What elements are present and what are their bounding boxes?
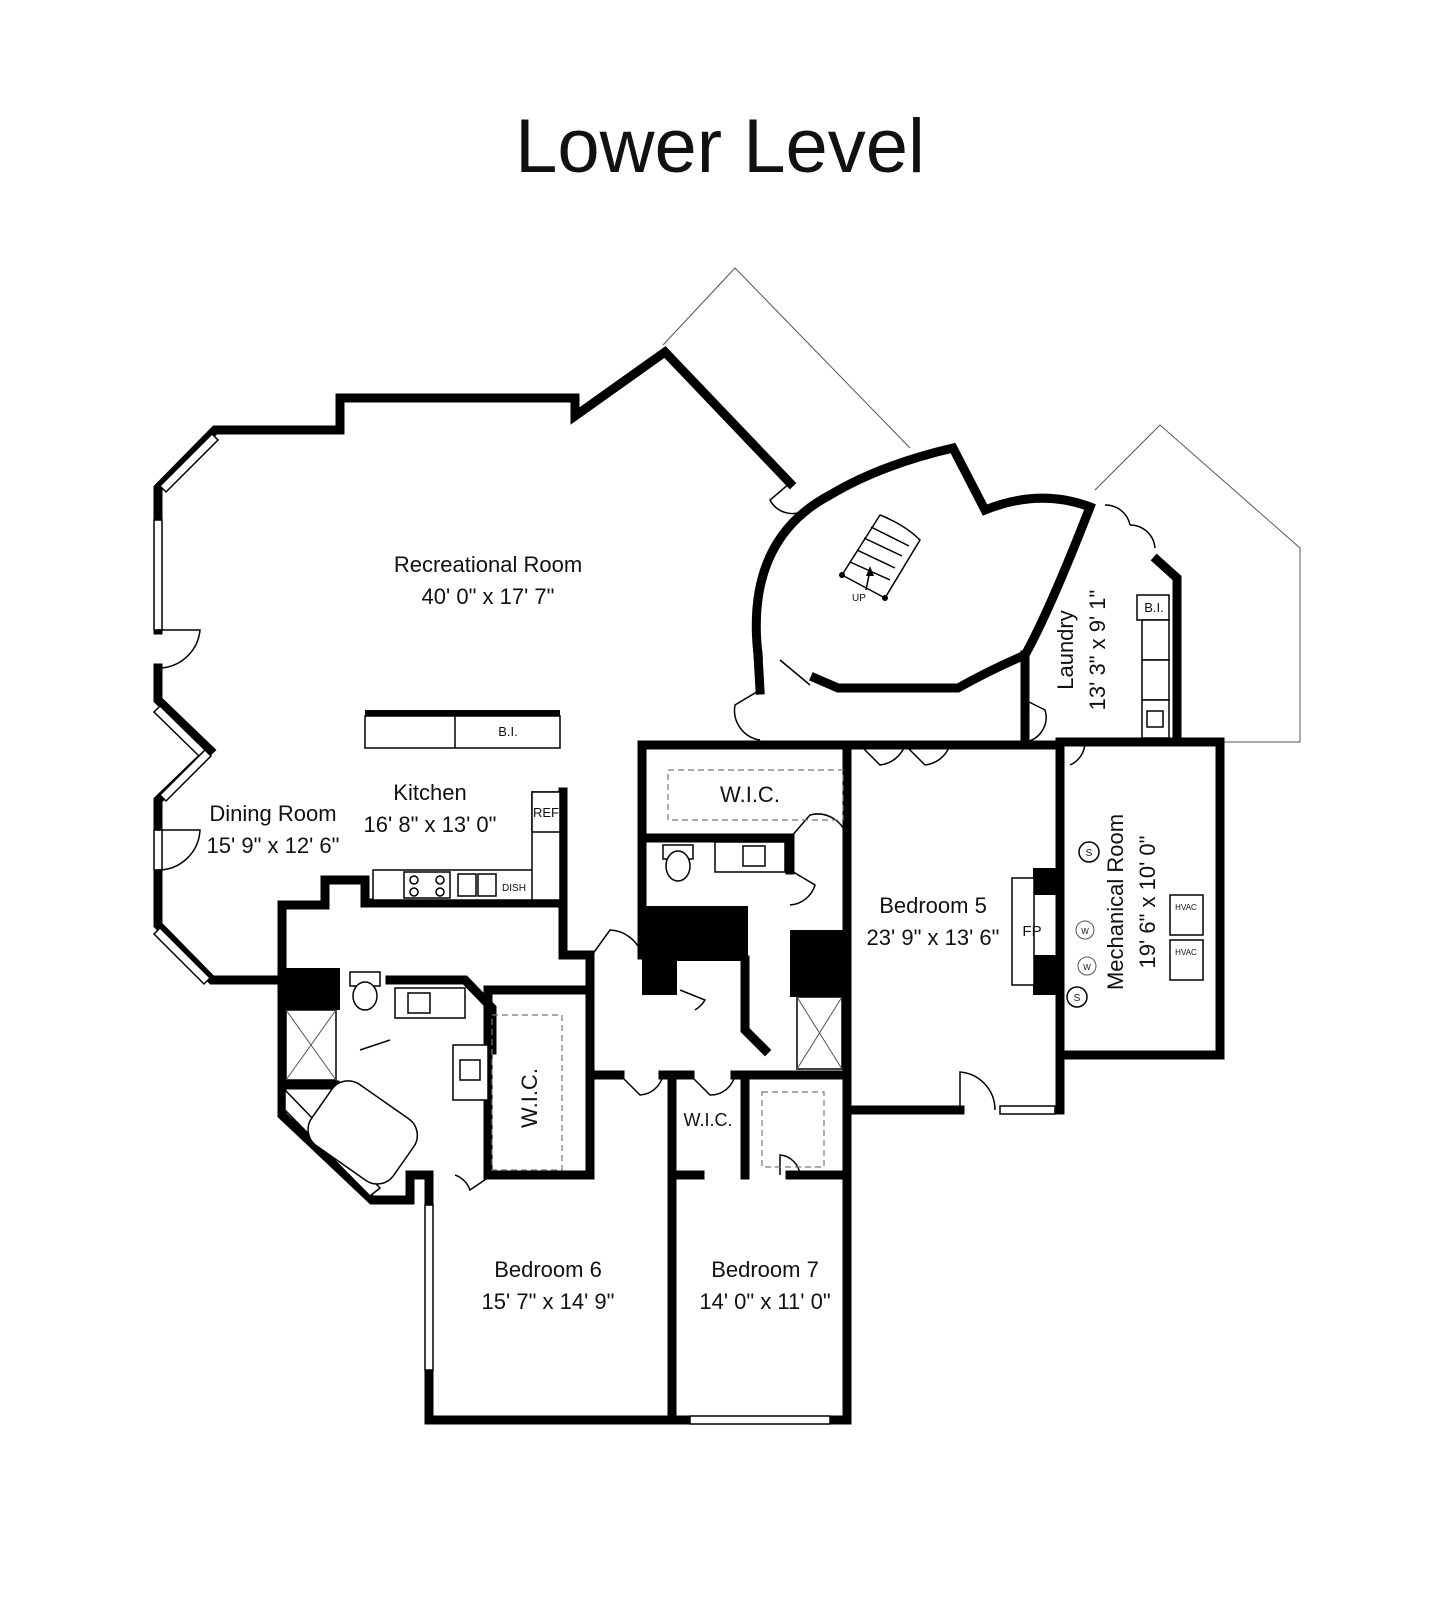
deck-outlines — [662, 267, 1301, 743]
kitchen-counter — [372, 791, 561, 901]
bedroom5-name: Bedroom 5 — [879, 893, 987, 918]
mechanical-equipment — [1066, 841, 1204, 1008]
wic-bed6-label: W.I.C. — [517, 1068, 542, 1128]
mechanical-room-name: Mechanical Room — [1103, 814, 1128, 990]
laundry-name: Laundry — [1053, 610, 1078, 690]
bedroom6-dims: 15' 7" x 14' 9" — [482, 1289, 615, 1314]
dining-room-dims: 15' 9" x 12' 6" — [207, 833, 340, 858]
bedroom7-name: Bedroom 7 — [711, 1257, 819, 1282]
bedroom6-name: Bedroom 6 — [494, 1257, 602, 1282]
rec-builtin — [364, 715, 561, 749]
solid-wall-masses — [285, 868, 1060, 1010]
stairs-up-label: UP — [852, 593, 866, 604]
fireplace-label: FP — [1022, 923, 1041, 940]
recreational-room-dims: 40' 0" x 17' 7" — [422, 584, 555, 609]
master-bath-fixtures — [285, 971, 489, 1185]
hvac-1-label: HVAC — [1175, 903, 1197, 912]
sensor-2-label: S — [1074, 993, 1081, 1004]
hvac-2-label: HVAC — [1175, 948, 1197, 957]
laundry-fixtures — [1136, 594, 1170, 739]
recreational-room-name: Recreational Room — [394, 552, 582, 577]
laundry-dims: 13' 3" x 9' 1" — [1085, 590, 1110, 711]
mechanical-room-dims: 19' 6" x 10' 0" — [1135, 836, 1160, 969]
water-heater-1-label: W — [1081, 927, 1089, 936]
water-heater-2-label: W — [1083, 963, 1091, 972]
middle-bath-fixtures — [662, 841, 843, 1070]
dish-label: DISH — [502, 883, 526, 894]
walls — [153, 346, 1225, 1425]
wic-bed7-label: W.I.C. — [684, 1110, 733, 1130]
bedroom7-dims: 14' 0" x 11' 0" — [699, 1289, 830, 1314]
stairs — [839, 514, 921, 601]
plan-title: Lower Level — [515, 104, 925, 189]
bedroom5-dims: 23' 9" x 13' 6" — [867, 925, 1000, 950]
room-labels: Recreational Room 40' 0" x 17' 7" Kitche… — [207, 552, 1160, 1314]
sensor-1-label: S — [1086, 848, 1093, 859]
laundry-builtin-label: B.I. — [1144, 600, 1164, 615]
door-swings — [157, 482, 1156, 1192]
kitchen-dims: 16' 8" x 13' 0" — [364, 812, 497, 837]
fireplace — [1011, 877, 1035, 986]
wic-top-label: W.I.C. — [720, 782, 780, 807]
ref-label: REF — [533, 805, 559, 820]
rec-builtin-label: B.I. — [498, 724, 518, 739]
kitchen-name: Kitchen — [393, 780, 466, 805]
dining-room-name: Dining Room — [209, 801, 336, 826]
